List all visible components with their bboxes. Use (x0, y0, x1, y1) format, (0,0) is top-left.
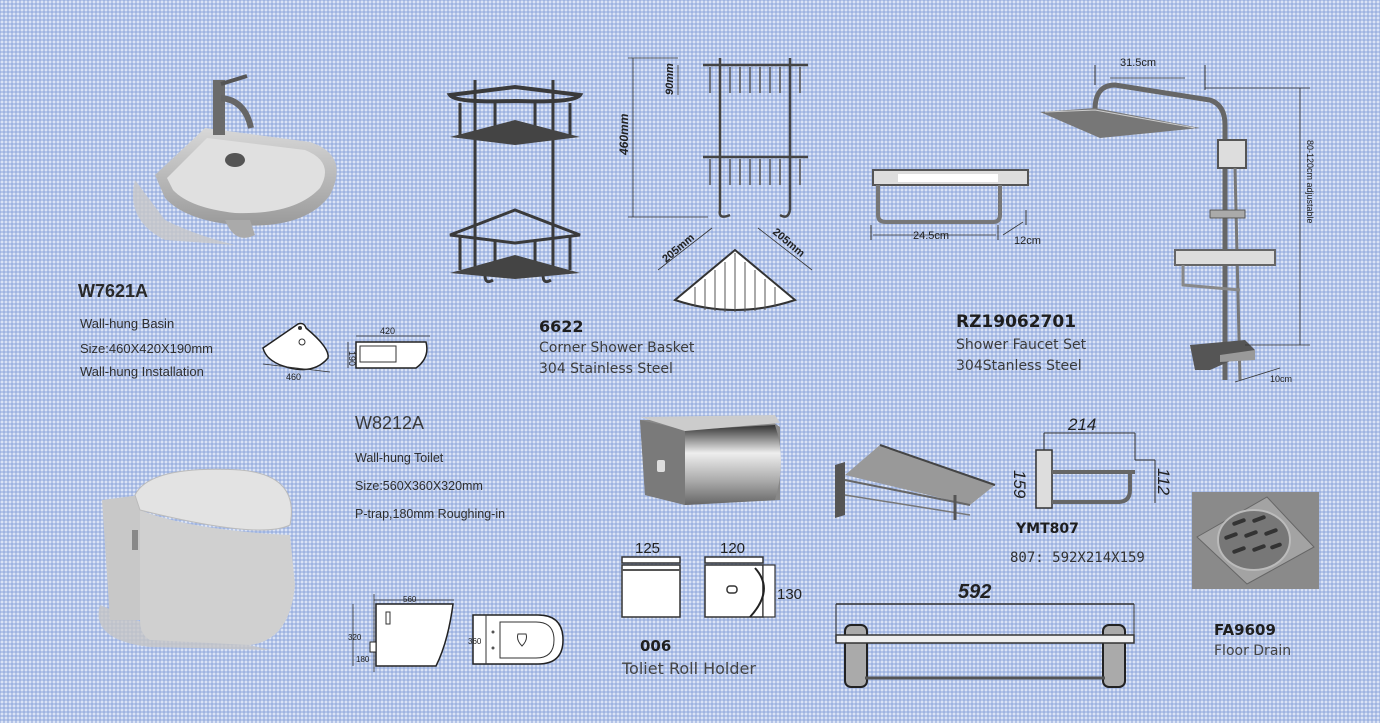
basin-dim-depth: 420 (380, 326, 395, 336)
corner-basket-model: 6622 (539, 317, 584, 336)
floor-drain-model: FA9609 (1214, 621, 1276, 639)
corner-basket-top-drawing: 205mm 205mm (657, 226, 813, 312)
shower-dim-shelf-depth: 12cm (1014, 235, 1041, 247)
towel-rack-photo (835, 444, 996, 520)
basin-dim-height: 190 (347, 351, 357, 366)
toilet-model: W8212A (355, 413, 425, 433)
toilet-type: Wall-hung Toilet (355, 451, 444, 465)
basket-dim-side-b: 205mm (770, 226, 807, 260)
basin-size: Size:460X420X190mm (80, 341, 213, 356)
basin-dim-width: 460 (286, 372, 301, 382)
basket-dim-gap: 90mm (664, 63, 676, 95)
shower-set-material: 304Stanless Steel (956, 358, 1082, 374)
rack-dim-depth: 214 (1067, 415, 1096, 434)
towel-rack-spec: 807: 592X214X159 (1010, 550, 1145, 566)
toilet-roughing: P-trap,180mm Roughing-in (355, 507, 506, 521)
rack-dim-height: 159 (1010, 470, 1029, 499)
roll-dim-height: 130 (777, 586, 802, 603)
corner-basket-front-drawing: 460mm 90mm (617, 57, 808, 218)
floor-drain-name: Floor Drain (1214, 643, 1292, 659)
shower-dim-spout: 10cm (1270, 374, 1292, 384)
basin-installation: Wall-hung Installation (80, 364, 204, 379)
roll-dim-side-width: 120 (720, 540, 745, 557)
towel-rack-side-drawing: 214 159 112 (1010, 415, 1173, 509)
shower-dim-height: 80-120cm adjustable (1305, 140, 1315, 224)
shower-shelf-drawing: 24.5cm 12cm (870, 169, 1041, 247)
rack-dim-length: 592 (958, 581, 991, 603)
roll-holder-model: 006 (640, 637, 672, 655)
floor-drain-photo (1192, 492, 1319, 589)
toilet-size: Size:560X360X320mm (355, 479, 483, 493)
basin-type: Wall-hung Basin (80, 316, 175, 331)
corner-basket-material: 304 Stainless Steel (539, 361, 673, 377)
shower-dim-shelf-width: 24.5cm (913, 230, 949, 242)
toilet-dim-width: 360 (468, 637, 482, 646)
toilet-photo (98, 468, 295, 650)
basin-photo (133, 74, 337, 245)
shower-set-name: Shower Faucet Set (956, 337, 1087, 353)
toilet-dim-rough-in: 180 (356, 655, 370, 664)
shower-dim-arm: 31.5cm (1120, 57, 1156, 69)
basin-side-drawing: 420 190 (347, 326, 430, 369)
roll-holder-drawing: 125 120 130 (621, 540, 802, 618)
towel-rack-model: YMT807 (1016, 521, 1079, 537)
basin-model: W7621A (78, 281, 149, 301)
toilet-side-drawing: 560 320 180 (348, 594, 454, 672)
toilet-dim-height: 320 (348, 633, 362, 642)
basket-dim-side-a: 205mm (660, 232, 697, 266)
basket-dim-height: 460mm (617, 113, 631, 156)
roll-holder-photo (640, 415, 781, 505)
rack-dim-bar-height: 112 (1154, 468, 1173, 496)
basin-top-drawing: 460 (262, 322, 331, 382)
roll-holder-name: Toliet Roll Holder (622, 659, 756, 678)
toilet-dim-length: 560 (403, 595, 417, 604)
roll-dim-front-width: 125 (635, 540, 660, 557)
toilet-top-drawing: 360 (468, 614, 564, 665)
shower-set-model: RZ19062701 (956, 312, 1077, 332)
corner-basket-name: Corner Shower Basket (539, 340, 695, 356)
towel-rack-front-drawing: 592 (835, 581, 1135, 688)
shower-set-photo: 31.5cm 80-120cm adjustable 10cm (1040, 57, 1315, 384)
corner-basket-photo (446, 80, 584, 284)
